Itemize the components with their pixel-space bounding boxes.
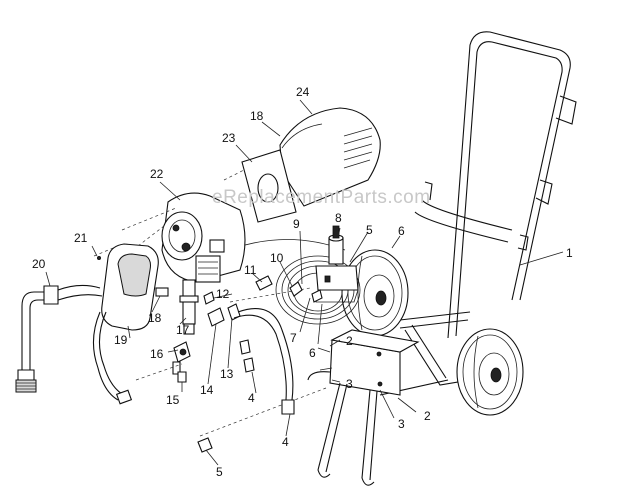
callout-22: 22 — [150, 167, 164, 181]
callout-16: 16 — [150, 347, 164, 361]
filter-assembly — [315, 225, 359, 303]
callout-8: 8 — [335, 211, 342, 225]
callout-21: 21 — [74, 231, 88, 245]
pail-cover — [97, 243, 169, 331]
callout-5: 5 — [366, 223, 373, 237]
callout-13: 13 — [220, 367, 234, 381]
watermark-text: eReplacementParts.com — [212, 187, 431, 208]
callout-5: 5 — [216, 465, 223, 479]
callout-19: 19 — [114, 333, 128, 347]
callout-17: 17 — [176, 323, 190, 337]
return-hose — [92, 311, 133, 405]
callout-3: 3 — [398, 417, 405, 431]
callout-18: 18 — [148, 311, 162, 325]
callout-12: 12 — [216, 287, 230, 301]
high-pressure-hose — [197, 308, 295, 453]
pump-lower — [172, 279, 199, 375]
callout-18: 18 — [250, 109, 264, 123]
callout-2: 2 — [424, 409, 431, 423]
callouts: 1 2 2 3 3 4 4 5 5 6 6 7 8 9 10 11 12 13 … — [32, 85, 573, 479]
front-wheel — [341, 249, 409, 337]
fittings — [177, 275, 323, 383]
callout-6: 6 — [309, 346, 316, 360]
leader-lines — [45, 99, 564, 466]
motor-housing — [161, 192, 246, 283]
callout-15: 15 — [166, 393, 180, 407]
callout-6: 6 — [398, 224, 405, 238]
motor-shroud — [279, 107, 381, 207]
callout-4: 4 — [248, 391, 255, 405]
cart-frame — [379, 31, 577, 396]
callout-20: 20 — [32, 257, 46, 271]
callout-9: 9 — [293, 217, 300, 231]
callout-10: 10 — [270, 251, 284, 265]
motor-faceplate — [241, 149, 297, 223]
suction-tube — [15, 284, 103, 393]
callout-1: 1 — [566, 246, 573, 260]
rear-wheel — [456, 328, 524, 416]
callout-11: 11 — [244, 263, 257, 277]
callout-4: 4 — [282, 435, 289, 449]
callout-7: 7 — [290, 331, 297, 345]
callout-2: 2 — [346, 334, 353, 348]
mounting-bracket — [307, 329, 420, 486]
callout-24: 24 — [296, 85, 310, 99]
callout-23: 23 — [222, 131, 236, 145]
callout-3: 3 — [346, 377, 353, 391]
callout-14: 14 — [200, 383, 214, 397]
